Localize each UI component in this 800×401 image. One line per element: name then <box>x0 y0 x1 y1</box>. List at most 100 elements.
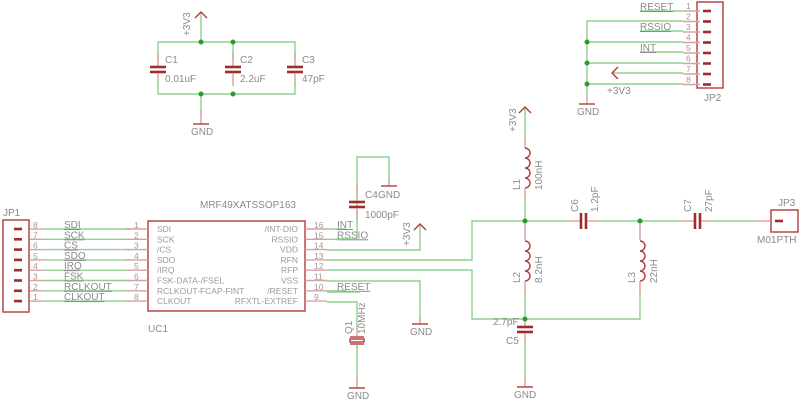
jp2-net-int: INT <box>640 43 656 54</box>
junction-dot <box>230 91 236 97</box>
c2-value: 2.2uF <box>240 74 266 85</box>
uc1-pin-num: 2 <box>134 230 139 240</box>
uc1-part-name: MRF49XATSSOP163 <box>200 200 296 211</box>
l2-value: 8.2nH <box>534 256 545 283</box>
jp2-gnd-label: GND <box>577 107 599 118</box>
uc1-pin-name: /CS <box>157 245 172 255</box>
vcc-arrow-icon <box>518 106 532 114</box>
uc1-pin-name: /RESET <box>267 286 298 296</box>
uc1-pin-name: SCK <box>157 234 175 244</box>
l1-ref: L1 <box>512 178 523 190</box>
jp1-net-label: RCLKOUT <box>64 282 112 293</box>
junction-dot <box>584 81 590 87</box>
junction-dot <box>198 39 204 45</box>
jp1-pin-num: 8 <box>33 220 38 230</box>
uc1-net-label: INT <box>337 220 353 231</box>
uc1-pin-num: 3 <box>134 241 139 251</box>
l2-coil-icon <box>524 240 531 282</box>
vcc-label-top: +3V3 <box>182 12 193 36</box>
jp2-pin-num: 8 <box>686 75 691 85</box>
vcc-arrow-icon <box>194 11 208 19</box>
uc1-pin-name: RFP <box>281 265 298 275</box>
uc1-pin-name: VSS <box>281 276 298 286</box>
jp1-pin-num: 7 <box>33 230 38 240</box>
l1-value: 100nH <box>534 161 545 190</box>
uc1-ref: UC1 <box>148 324 168 335</box>
c4-section: C4 GND 1000pF +3V3 GND GND Q1 10MHz <box>327 156 525 401</box>
c4-value: 1000pF <box>365 210 399 221</box>
jp1-pin-num: 5 <box>33 251 38 261</box>
junction-dot <box>637 218 643 224</box>
jp1-net-label: FSK <box>64 272 84 283</box>
jp2-pin-num: 7 <box>686 64 691 74</box>
jp1-pin-num: 1 <box>33 292 38 302</box>
q1-ref: Q1 <box>344 320 355 334</box>
c4-gnd-label: GND <box>378 190 400 201</box>
uc1-pin-name: VDD <box>280 245 298 255</box>
uc1-pin-num: 6 <box>134 272 139 282</box>
uc1-pin-num: 9 <box>314 292 319 302</box>
l1-coil-icon <box>524 147 531 189</box>
l3-ref: L3 <box>627 271 638 283</box>
c6-ref: C6 <box>570 199 581 212</box>
uc1-pin-num: 1 <box>134 220 139 230</box>
junction-dot <box>584 60 590 66</box>
jp3-body <box>770 209 799 233</box>
jp3-ref: JP3 <box>778 198 796 209</box>
uc1-pin-num: 8 <box>134 292 139 302</box>
c5-gnd-label: GND <box>514 390 536 401</box>
c5-ref: C5 <box>506 336 519 347</box>
uc1-pin-num: 13 <box>314 251 324 261</box>
uc1-pin-name: /IRQ <box>157 265 175 275</box>
jp2-pin-num: 1 <box>686 1 691 11</box>
jp1-ref: JP1 <box>3 208 21 219</box>
uc1-pin-num: 4 <box>134 251 139 261</box>
c1-value: 0.01uF <box>165 74 196 85</box>
c1-ref: C1 <box>165 55 178 66</box>
uc1-pin-name: RSSIO <box>272 234 299 244</box>
jp1-net-label: SDI <box>64 220 81 231</box>
uc1-pin-num: 16 <box>314 220 324 230</box>
jp2-pin-num: 6 <box>686 54 691 64</box>
jp2-vcc-label: +3V3 <box>607 86 631 97</box>
jp2-pin-num: 3 <box>686 22 691 32</box>
q1-value: 10MHz <box>357 302 368 334</box>
q1-gnd-label: GND <box>347 391 369 401</box>
uc1-pin-name: RCLKOUT-FCAP-FINT <box>157 286 244 296</box>
jp2-ref: JP2 <box>704 93 722 104</box>
jp1-pin-num: 2 <box>33 282 38 292</box>
jp2-pin-num: 2 <box>686 12 691 22</box>
uc1-pin-name: SDI <box>157 224 171 234</box>
jp2-body <box>696 1 724 89</box>
c3-ref: C3 <box>302 55 315 66</box>
uc1-net-label: RESET <box>337 282 370 293</box>
jp1-net-label: CLKOUT <box>64 292 105 303</box>
l3-coil-icon <box>639 240 646 282</box>
q1-crystal-icon <box>349 338 365 343</box>
rfp-wire <box>327 269 525 320</box>
junction-dot <box>584 39 590 45</box>
l3-value: 22nH <box>649 259 660 283</box>
uc1-pin-num: 5 <box>134 261 139 271</box>
c3-value: 47pF <box>302 74 325 85</box>
junction-dot <box>522 218 528 224</box>
decoupling-section: +3V3 GND C1 0.01uF C2 2.2uF C3 47pF <box>150 11 325 138</box>
gnd-label-top: GND <box>191 127 213 138</box>
vdd-wire <box>327 224 421 251</box>
c5-value: 2.7pF <box>493 317 519 328</box>
junction-dot <box>198 91 204 97</box>
c7-ref: C7 <box>683 199 694 212</box>
uc1-pin-name: CLKOUT <box>157 296 191 306</box>
jp1-body <box>2 219 30 313</box>
jp2-pin-num: 5 <box>686 43 691 53</box>
rssio-c4-wire <box>336 156 390 240</box>
l2-ref: L2 <box>512 271 523 283</box>
xtal-wire <box>327 301 358 330</box>
uc1-pin-num: 7 <box>134 282 139 292</box>
jp2-gnd-wire <box>586 20 683 94</box>
jp1-pin-num: 3 <box>33 272 38 282</box>
uc1-pin-num: 11 <box>314 272 323 282</box>
vss-gnd-label: GND <box>410 327 432 338</box>
